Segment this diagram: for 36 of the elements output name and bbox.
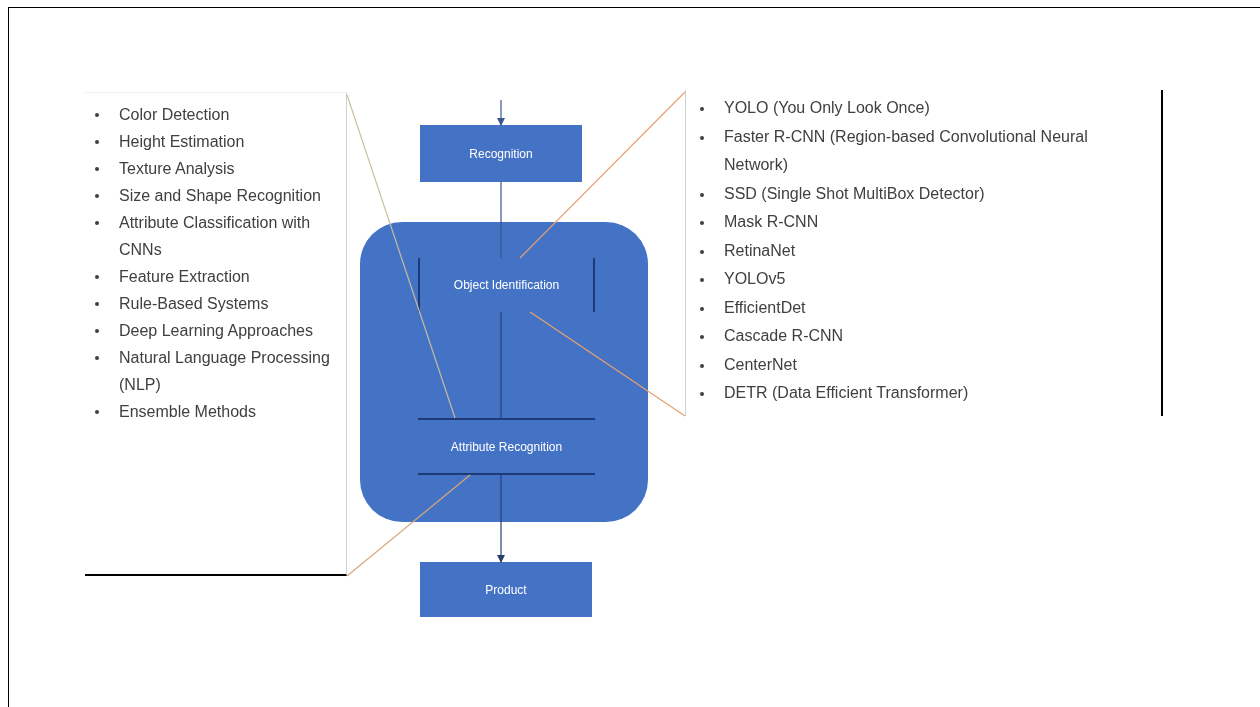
list-item-text: Texture Analysis [119, 159, 235, 179]
leader-line [519, 91, 686, 259]
list-item-text: SSD (Single Shot MultiBox Detector) [724, 183, 985, 204]
list-item-text: YOLO (You Only Look Once) [724, 98, 930, 118]
box-label: Object Identification [453, 277, 560, 294]
process-box [420, 562, 592, 617]
process-box [418, 418, 595, 475]
list-item-text: Rule-Based Systems [119, 294, 269, 314]
list-item-text: CenterNet [724, 354, 797, 375]
list-item-text: Color Detection [119, 105, 230, 125]
process-box [420, 125, 582, 182]
box-label: Attribute Recognition [450, 438, 563, 456]
list-item-text: Feature Extraction [119, 267, 250, 287]
leader-line [346, 94, 456, 419]
list-item-text: Height Estimation [119, 132, 245, 152]
box-label: Product [485, 581, 527, 599]
leader-line [529, 311, 686, 417]
leader-line [346, 474, 471, 577]
list-panel [85, 92, 347, 576]
box-label: Recognition [469, 145, 533, 163]
list-item-text: RetinaNet [724, 240, 796, 261]
arrow [497, 99, 505, 126]
list-item-text: Size and Shape Recognition [119, 186, 321, 206]
list-item-text: EfficientDet [724, 297, 806, 318]
group-container [360, 222, 648, 522]
list-item-text: Natural Language Processing (NLP) [119, 348, 331, 395]
list-item-text: Attribute Classification with CNNs [119, 213, 312, 260]
list-item-text: Cascade R-CNN [724, 326, 844, 346]
list-item-text: Faster R-CNN (Region-based Convolutional Neural Network) [724, 126, 1089, 175]
list-item-text: Ensemble Methods [119, 402, 256, 422]
list-item-text: Deep Learning Approaches [119, 321, 313, 341]
arrow [497, 474, 505, 563]
list-item-text: Mask R-CNN [724, 212, 819, 232]
process-box [418, 258, 595, 312]
list-item-text: YOLOv5 [724, 269, 786, 289]
list-item-text: DETR (Data Efficient Transformer) [724, 383, 969, 403]
